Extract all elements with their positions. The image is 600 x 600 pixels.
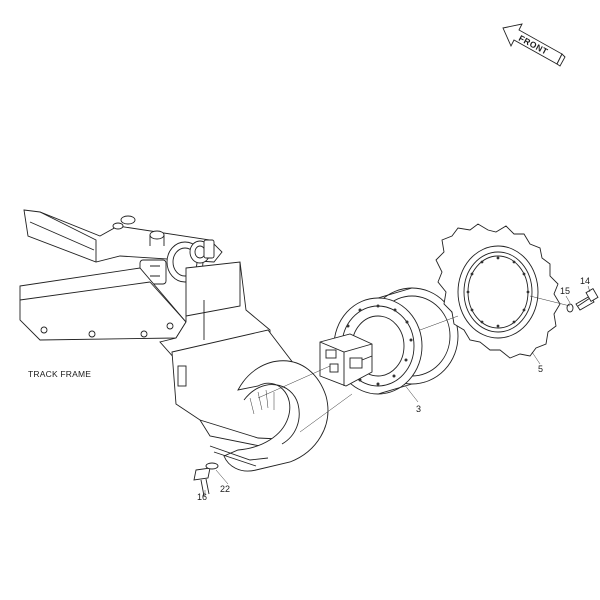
part-label-3: 3 (416, 404, 421, 414)
part-label-22: 22 (220, 484, 230, 494)
part-label-14: 14 (580, 276, 590, 286)
travel-motor-part-3: 3 (319, 287, 459, 414)
bolt-14-washer-15: 15 14 (560, 276, 599, 313)
track-frame-label: TRACK FRAME (28, 369, 91, 379)
part-label-16: 16 (197, 492, 207, 502)
sprocket-bolt-holes (466, 256, 530, 328)
assembly-center-lines (257, 295, 571, 433)
bolt-16-washer-22: 16 22 (193, 462, 230, 502)
sprocket-part-5: 5 (435, 223, 561, 374)
part-label-5: 5 (538, 364, 543, 374)
track-frame: TRACK FRAME (19, 209, 329, 472)
part-label-15: 15 (560, 286, 570, 296)
front-arrow: FRONT (502, 23, 566, 67)
